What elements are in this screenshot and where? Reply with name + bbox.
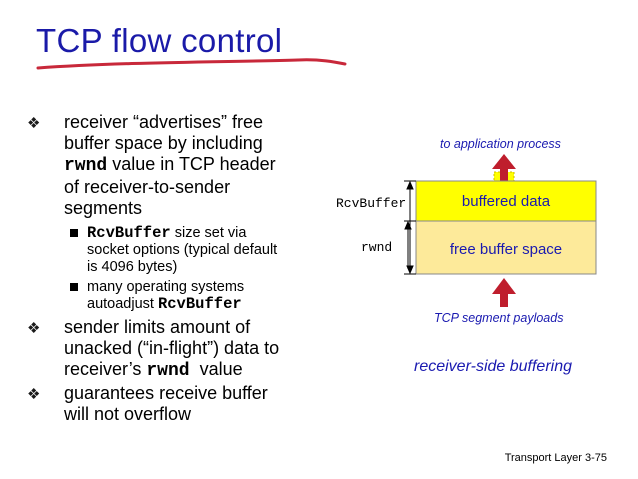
- buffered-data-region: [415, 180, 597, 222]
- buffered-data-label: buffered data: [461, 193, 551, 210]
- to-app-label: to application process: [440, 137, 561, 151]
- subbullet-rcvbuffer-size: RcvBuffer size set via socket options (t…: [22, 225, 322, 276]
- size-brackets: [404, 180, 416, 275]
- rcvbuffer-label: RcvBuffer: [336, 196, 407, 211]
- bullet-list: ❖ receiver “advertises” free buffer spac…: [22, 112, 322, 425]
- slide-title: TCP flow control: [36, 22, 283, 59]
- free-buffer-region: [415, 220, 597, 275]
- payloads-label: TCP segment payloads: [434, 311, 564, 325]
- free-buffer-label: free buffer space: [449, 241, 563, 258]
- bullet-square-icon: [70, 229, 78, 237]
- title-underline: [36, 58, 347, 70]
- rwnd-code: rwnd: [64, 156, 108, 176]
- bullet-advertise: ❖ receiver “advertises” free buffer spac…: [27, 112, 276, 218]
- bullet-diamond-icon: ❖: [27, 320, 41, 337]
- bullet-sender-limits: ❖ sender limits amount of unacked (“in-f…: [27, 317, 280, 381]
- subbullet-autoadjust: many operating systems autoadjust RcvBuf…: [22, 279, 322, 313]
- rwnd-code: rwnd: [146, 361, 190, 381]
- rwnd-label: rwnd: [361, 240, 393, 255]
- rcvbuffer-code: RcvBuffer: [157, 295, 242, 313]
- rcvbuffer-code: RcvBuffer: [87, 224, 171, 242]
- slide-footer: Transport Layer 3-75: [504, 452, 607, 464]
- bullet-square-icon: [70, 283, 78, 291]
- bullet-diamond-icon: ❖: [27, 386, 41, 403]
- up-arrow-to-app-icon: [492, 154, 516, 183]
- diagram-caption: receiver-side buffering: [414, 358, 573, 375]
- bullet-diamond-icon: ❖: [27, 115, 41, 132]
- up-arrow-payloads-icon: [492, 278, 516, 307]
- bullet-guarantees: ❖ guarantees receive buffer will not ove…: [27, 383, 268, 424]
